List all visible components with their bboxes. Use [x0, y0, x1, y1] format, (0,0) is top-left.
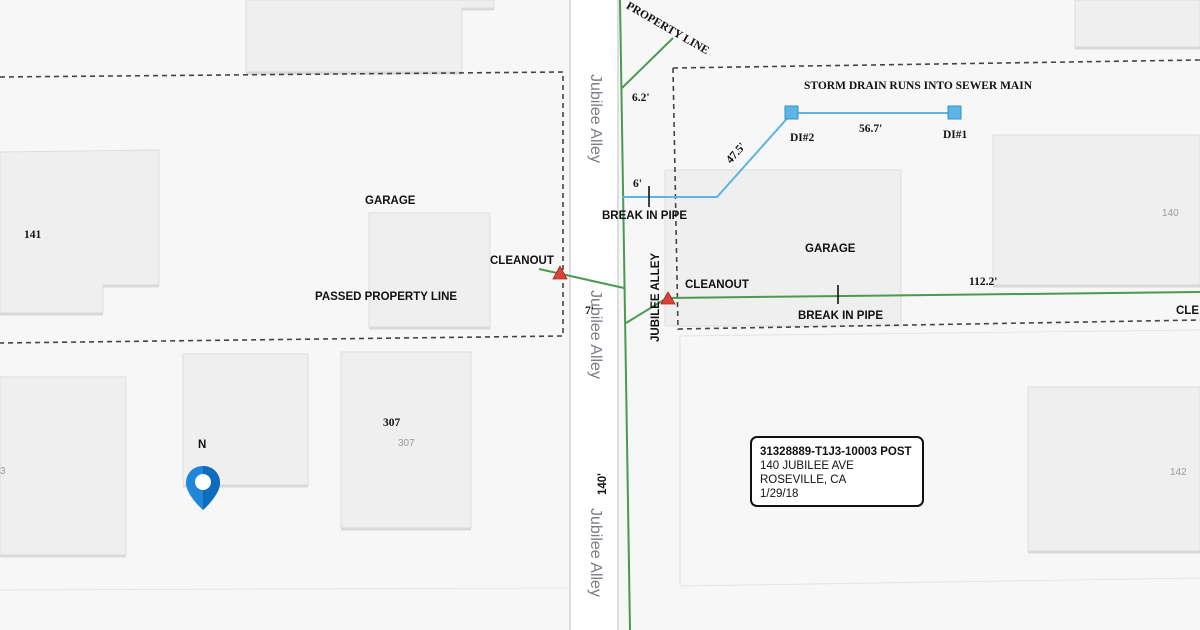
drain-inlet-di1-icon[interactable]	[947, 105, 962, 120]
di2-label: DI#2	[790, 132, 815, 144]
property-boundary	[0, 59, 1200, 344]
storm-drain-label: STORM DRAIN RUNS INTO SEWER MAIN	[804, 80, 1033, 92]
north-label: N	[198, 439, 207, 451]
map-pin-icon[interactable]	[184, 464, 222, 512]
building-number-3: 3	[0, 466, 6, 477]
dimension-6: 6'	[633, 178, 642, 190]
street-label-jubilee-1: Jubilee Alley	[587, 74, 604, 163]
street-label-jubilee-3: Jubilee Alley	[587, 508, 604, 597]
date-line: 1/29/18	[760, 488, 799, 500]
garage-left-label: GARAGE	[365, 195, 416, 207]
lot-number-307: 307	[383, 417, 401, 429]
storm-drain-line	[622, 112, 955, 198]
cleanout-right-triangle-icon[interactable]	[660, 291, 676, 305]
break-in-pipe-upper-label: BREAK IN PIPE	[602, 210, 687, 222]
alley-road	[571, 0, 617, 630]
cleanout-right-label: CLEANOUT	[685, 279, 749, 291]
cleanout-left-triangle-icon[interactable]	[552, 265, 568, 280]
address-line: 140 JUBILEE AVE	[760, 460, 854, 472]
work-order-id: 31328889-T1J3-10003 POST	[760, 446, 912, 458]
dimension-112-2: 112.2'	[969, 276, 998, 288]
building-number-307: 307	[398, 438, 415, 449]
di1-label: DI#1	[943, 129, 968, 141]
work-order-info-box: 31328889-T1J3-10003 POST 140 JUBILEE AVE…	[750, 436, 924, 507]
cleanout-edge-label: CLE	[1176, 305, 1199, 317]
sewer-line	[538, 0, 1200, 630]
passed-property-line-label: PASSED PROPERTY LINE	[315, 291, 458, 303]
dimension-140: 140'	[597, 473, 609, 495]
building-number-142: 142	[1170, 467, 1187, 478]
lot-number-141: 141	[24, 229, 42, 241]
street-label-jubilee-2: Jubilee Alley	[587, 290, 604, 379]
dimension-56-7: 56.7'	[859, 123, 883, 135]
dimension-6-2: 6.2'	[632, 92, 650, 104]
garage-right-label: GARAGE	[805, 243, 856, 255]
building-footprints	[0, 0, 1200, 556]
dimension-7: 7'	[585, 305, 594, 317]
cleanout-left-label: CLEANOUT	[490, 255, 554, 267]
break-in-pipe-lower-label: BREAK IN PIPE	[798, 310, 883, 322]
drain-inlet-di2-icon[interactable]	[784, 105, 799, 120]
building-number-140: 140	[1162, 208, 1179, 219]
jubilee-alley-caps-label: JUBILEE ALLEY	[650, 252, 662, 342]
city-line: ROSEVILLE, CA	[760, 474, 847, 486]
